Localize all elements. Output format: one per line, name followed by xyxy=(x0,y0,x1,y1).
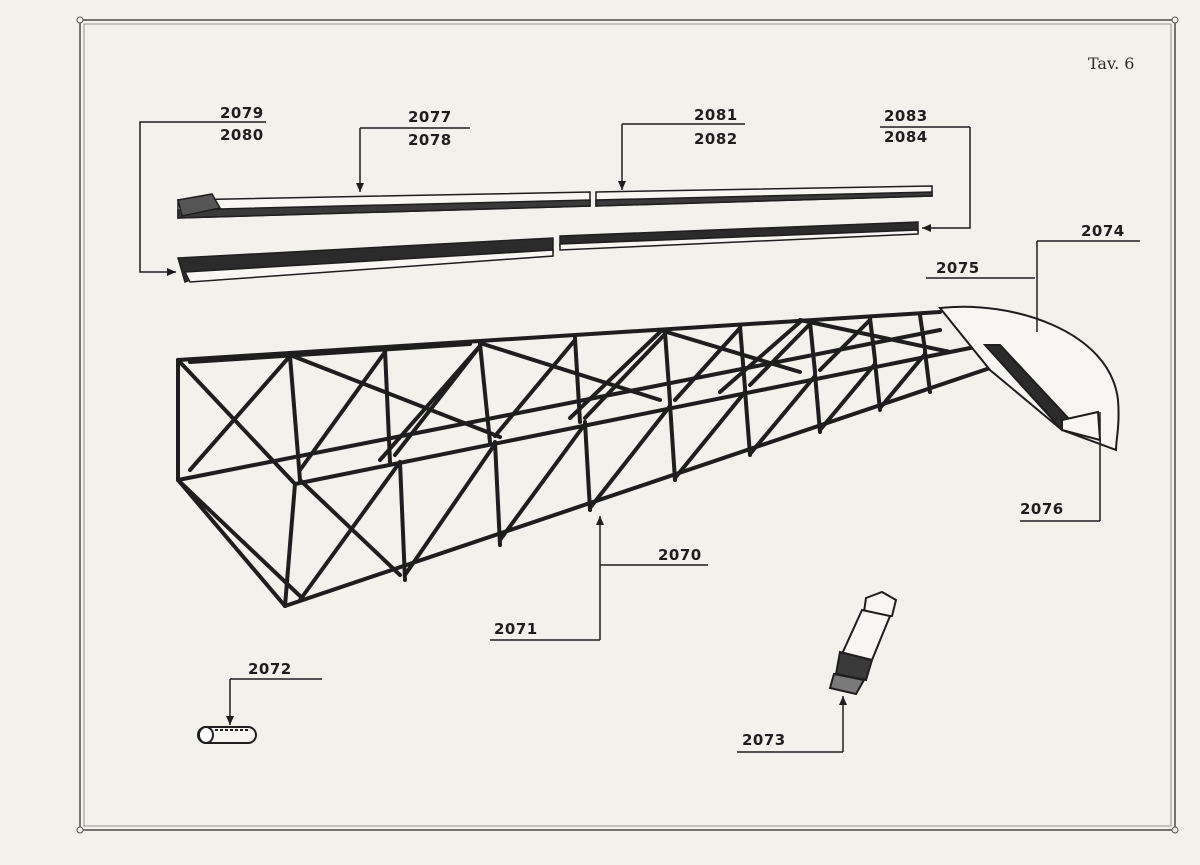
label-2075: 2075 xyxy=(936,259,980,277)
label-2076: 2076 xyxy=(1020,500,1064,518)
part-2073-bolt xyxy=(828,590,898,696)
label-2078: 2078 xyxy=(408,131,452,149)
label-2070: 2070 xyxy=(658,546,702,564)
label-2080: 2080 xyxy=(220,126,264,144)
label-2074: 2074 xyxy=(1081,222,1125,240)
part-2072-sleeve xyxy=(197,726,257,744)
label-2072: 2072 xyxy=(248,660,292,678)
label-2082: 2082 xyxy=(694,130,738,148)
fuselage-truss xyxy=(176,310,992,608)
label-2079: 2079 xyxy=(220,104,264,122)
label-2081: 2081 xyxy=(694,106,738,124)
lower-profile-strips xyxy=(177,221,919,284)
label-2083: 2083 xyxy=(884,107,928,125)
label-2071: 2071 xyxy=(494,620,538,638)
label-2084: 2084 xyxy=(884,128,928,146)
plate-title: Tav. 6 xyxy=(1088,54,1135,73)
tail-fin xyxy=(938,305,1120,452)
leader-lines xyxy=(139,121,1140,753)
upper-profile-strips xyxy=(177,185,933,219)
label-2073: 2073 xyxy=(742,731,786,749)
label-2077: 2077 xyxy=(408,108,452,126)
page-frame xyxy=(76,16,1179,834)
